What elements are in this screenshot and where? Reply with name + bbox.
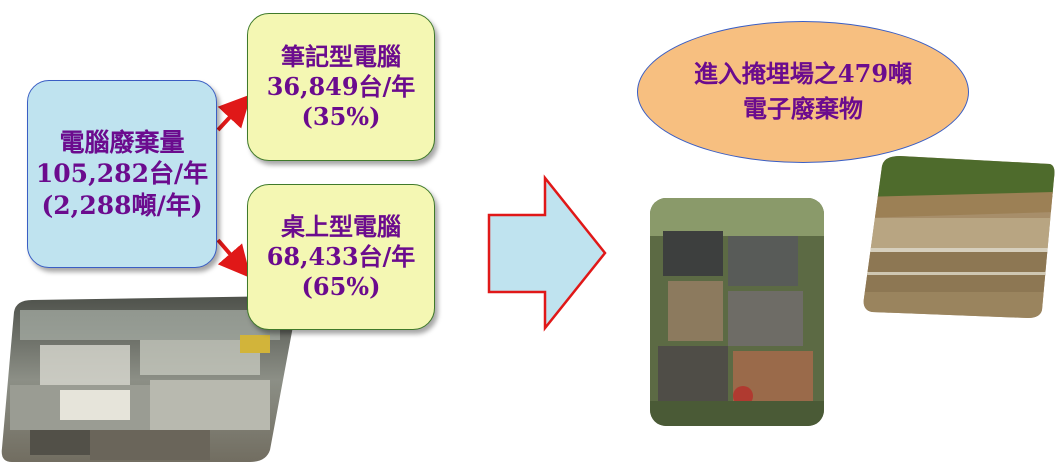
desktop-title: 桌上型電腦 [281,212,401,241]
desktop-percent: (65%) [301,272,381,301]
landfill-ewaste-ellipse: 進入掩埋場之479噸 電子廢棄物 [637,21,969,163]
arrow-to-notebook [216,94,252,132]
notebook-title: 筆記型電腦 [281,42,401,71]
desktop-computer-box: 桌上型電腦 68,433台/年 (65%) [247,184,435,330]
landfill-site-photo [863,156,1055,318]
arrow-to-desktop [216,238,251,279]
desktop-units-per-year: 68,433台/年 [266,242,416,271]
total-waste-title: 電腦廢棄量 [59,128,185,158]
landfill-line-1: 進入掩埋場之479噸 [693,59,913,89]
landfill-line-2: 電子廢棄物 [743,94,863,123]
discarded-monitors-photo [650,198,824,426]
total-units-per-year: 105,282台/年 [35,159,209,189]
notebook-computer-box: 筆記型電腦 36,849台/年 (35%) [247,13,435,161]
notebook-percent: (35%) [301,102,381,131]
total-waste-box: 電腦廢棄量 105,282台/年 (2,288噸/年) [27,80,217,268]
notebook-units-per-year: 36,849台/年 [266,72,416,101]
big-right-arrow [487,174,607,332]
total-tons-per-year: (2,288噸/年) [41,190,203,220]
ewaste-pile-photo [1,296,297,462]
